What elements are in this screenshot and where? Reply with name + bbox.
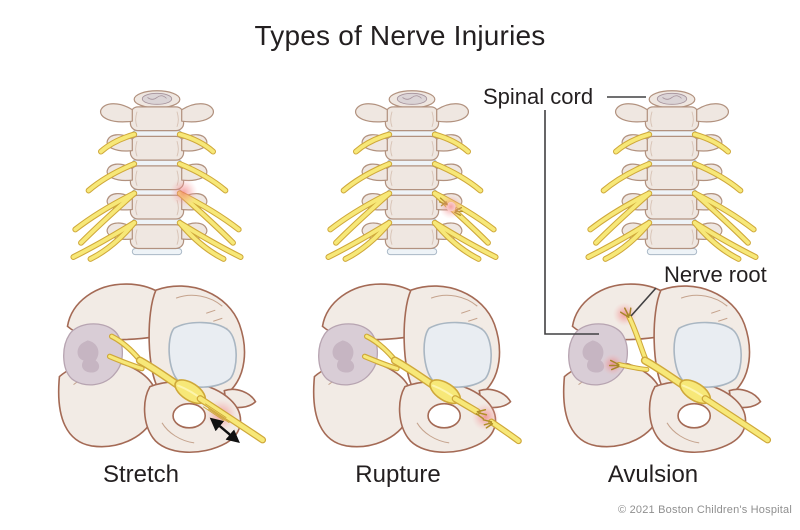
rupture-injury-glow	[438, 194, 464, 220]
page-title: Types of Nerve Injuries	[254, 20, 546, 51]
stretch-direction-arrow	[209, 417, 240, 444]
closeup-illustration-rupture	[312, 283, 522, 454]
closeup-illustration-avulsion	[562, 283, 774, 454]
injury-type-label-stretch: Stretch	[102, 461, 180, 488]
spine-illustration-avulsion	[577, 82, 767, 262]
injury-type-label-rupture: Rupture	[355, 461, 441, 488]
injury-type-label-avulsion: Avulsion	[607, 461, 699, 488]
avulsion-injury-glow-lower	[601, 353, 624, 376]
spinal-cord-label: Spinal cord	[483, 84, 594, 109]
copyright-notice: © 2021 Boston Children's Hospital	[618, 504, 792, 516]
nerve-root-label: Nerve root	[664, 262, 767, 287]
rupture-torn-nerve	[451, 395, 522, 445]
spine-illustration-stretch	[62, 82, 252, 262]
spine-illustration-rupture	[317, 82, 507, 262]
closeup-illustration-stretch	[57, 283, 269, 454]
stretch-injury-glow	[169, 178, 198, 207]
